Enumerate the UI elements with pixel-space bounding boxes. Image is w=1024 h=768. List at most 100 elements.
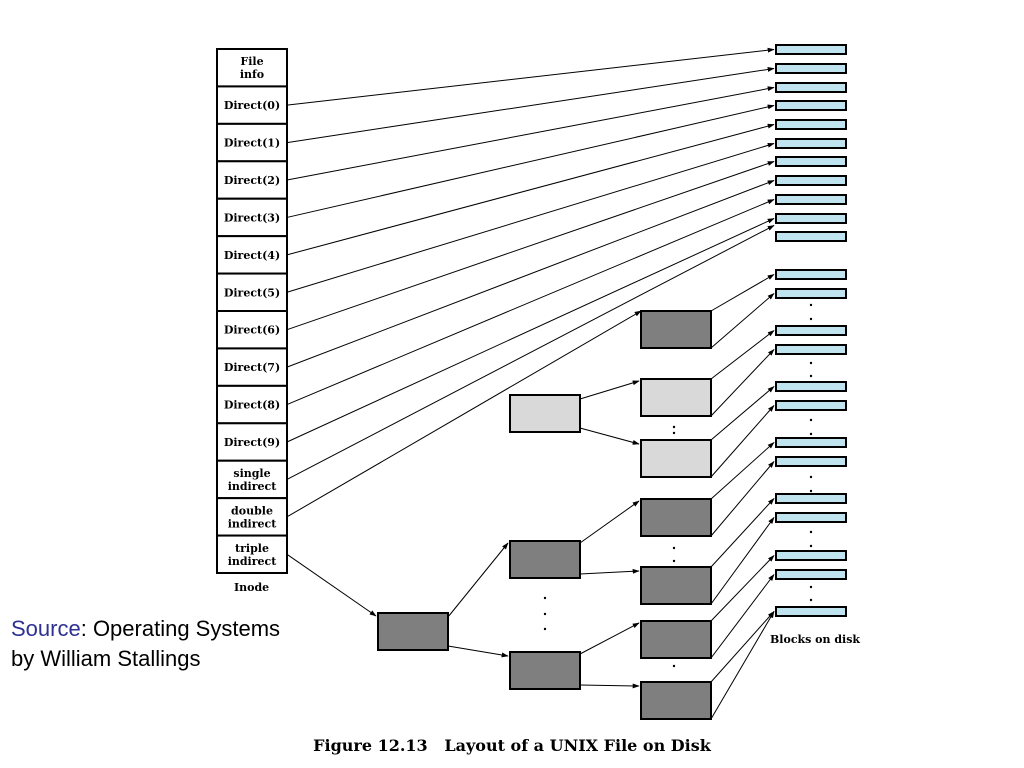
direct-pointer-arrow xyxy=(286,218,775,443)
source-title: : Operating Systems xyxy=(80,616,281,641)
indirect-block xyxy=(640,439,712,478)
ellipsis-dot xyxy=(809,418,813,422)
disk-block xyxy=(775,269,847,280)
disk-block xyxy=(775,437,847,448)
inode-cell-label: Direct(7) xyxy=(224,361,280,374)
ellipsis-dot xyxy=(809,432,813,436)
inode-cell-label: Direct(9) xyxy=(224,436,280,449)
inode-cell xyxy=(216,235,288,275)
indirect-block xyxy=(640,498,712,537)
disk-block xyxy=(775,156,847,167)
disk-block xyxy=(775,119,847,130)
inode-cell xyxy=(216,422,288,462)
indirect-blocks xyxy=(377,310,712,720)
inode-cell xyxy=(216,160,288,200)
inode-cell-label: Direct(4) xyxy=(224,249,280,262)
disk-blocks-column xyxy=(775,44,847,617)
disk-block xyxy=(775,44,847,55)
indirect-block xyxy=(640,681,712,720)
inode-cell xyxy=(216,48,288,88)
leaf-to-disk-arrow xyxy=(710,497,775,568)
direct-pointer-arrow xyxy=(286,67,775,144)
direct-pointer-arrow xyxy=(286,161,775,331)
leaf-to-disk-arrow xyxy=(710,610,775,683)
direct-pointer-arrow xyxy=(286,123,775,256)
ellipsis-dot xyxy=(543,596,547,600)
source-attribution: Source: Operating Systems by William Sta… xyxy=(11,614,280,674)
leaf-to-disk-arrow xyxy=(710,293,775,349)
ellipsis-dot xyxy=(809,598,813,602)
ellipsis-dot xyxy=(543,627,547,631)
disk-block xyxy=(775,100,847,111)
triple-indirect-child-arrow xyxy=(447,542,509,618)
disk-block xyxy=(775,512,847,523)
ellipsis-dot xyxy=(543,612,547,616)
double-indirect-child-arrow xyxy=(579,380,640,400)
disk-block xyxy=(775,493,847,504)
triple-indirect-child-arrow xyxy=(447,645,509,658)
direct-pointer-arrow xyxy=(286,142,775,293)
ellipsis-dot xyxy=(672,559,676,563)
inode-cell-label: Direct(3) xyxy=(224,211,280,224)
leaf-to-disk-arrow xyxy=(710,442,775,500)
ellipsis-dot xyxy=(672,425,676,429)
leaf-to-disk-arrow xyxy=(710,554,775,622)
source-word: Source xyxy=(11,616,81,641)
triple-indirect-child-arrow xyxy=(579,568,640,575)
triple-indirect-pointer-arrow xyxy=(286,553,377,617)
indirect-block xyxy=(509,394,581,433)
direct-pointer-arrow xyxy=(286,180,775,368)
disk-block xyxy=(775,606,847,617)
ellipsis-dot xyxy=(809,374,813,378)
ellipsis-dot xyxy=(672,664,676,668)
inode-label: Inode xyxy=(234,581,270,594)
indirect-block xyxy=(509,651,581,690)
ellipsis-dot xyxy=(809,530,813,534)
inode-cell-label: Direct(8) xyxy=(224,399,280,412)
leaf-to-disk-arrow xyxy=(710,404,775,478)
ellipsis-dot xyxy=(809,489,813,493)
disk-block xyxy=(775,194,847,205)
source-author: by William Stallings xyxy=(11,646,201,671)
triple-indirect-child-arrow xyxy=(579,622,640,655)
ellipsis-dot xyxy=(809,544,813,548)
leaf-to-disk-arrow xyxy=(710,610,775,720)
disk-block xyxy=(775,138,847,149)
indirect-block xyxy=(640,310,712,349)
ellipsis-dot xyxy=(809,303,813,307)
disk-block xyxy=(775,175,847,186)
direct-pointer-arrow xyxy=(286,199,775,406)
ellipsis-dots xyxy=(543,303,813,668)
inode-cell-label: Direct(0) xyxy=(224,99,280,112)
disk-block xyxy=(775,82,847,93)
indirect-block xyxy=(377,612,449,651)
ellipsis-dot xyxy=(809,585,813,589)
disk-block xyxy=(775,344,847,355)
leaf-to-disk-arrow xyxy=(710,386,775,441)
disk-block xyxy=(775,288,847,299)
direct-pointer-arrow xyxy=(286,47,775,106)
disk-block xyxy=(775,213,847,224)
pointer-arrows xyxy=(286,47,775,720)
double-indirect-child-arrow xyxy=(579,427,640,445)
double-indirect-pointer-arrow xyxy=(286,310,642,518)
inode-cell xyxy=(216,497,288,537)
blocks-on-disk-label: Blocks on disk xyxy=(770,633,861,646)
leaf-to-disk-arrow xyxy=(710,573,775,659)
leaf-to-disk-arrow xyxy=(710,348,775,417)
disk-block xyxy=(775,381,847,392)
inode-cell xyxy=(216,459,288,500)
triple-indirect-child-arrow xyxy=(579,500,640,544)
ellipsis-dot xyxy=(809,317,813,321)
leaf-to-disk-arrow xyxy=(710,516,775,605)
disk-block xyxy=(775,63,847,74)
single-indirect-pointer-arrow xyxy=(286,225,775,480)
disk-block xyxy=(775,325,847,336)
indirect-block xyxy=(640,620,712,659)
inode-cell-label: Direct(6) xyxy=(224,324,280,337)
inode-cell xyxy=(216,534,288,574)
